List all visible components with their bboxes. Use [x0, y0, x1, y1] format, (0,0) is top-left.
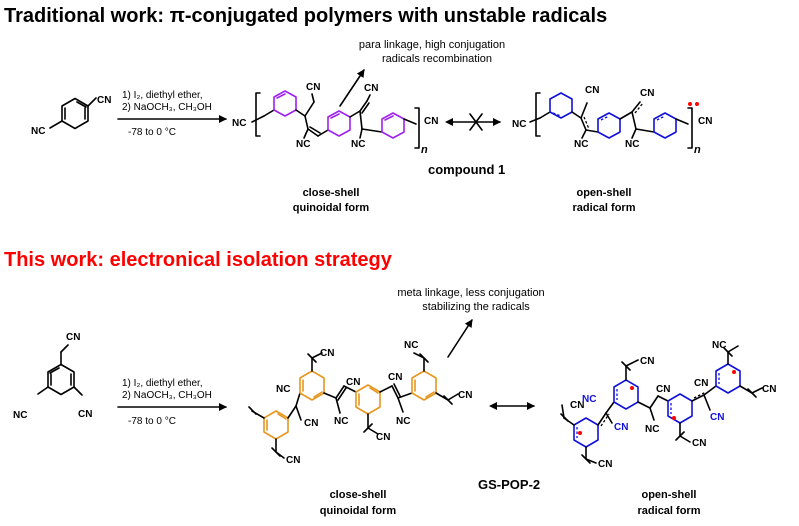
svg-text:CN: CN [66, 332, 80, 343]
svg-text:CN: CN [585, 85, 599, 96]
svg-text:GS-POP-2: GS-POP-2 [478, 477, 540, 492]
svg-text:open-shell: open-shell [641, 489, 696, 501]
svg-text:close-shell: close-shell [303, 187, 360, 199]
svg-text:NC: NC [31, 126, 45, 137]
svg-text:NC: NC [404, 340, 418, 351]
bottom-radical-polymer: CN CN NC CN CN CN NC CN CN CN [560, 340, 776, 470]
bottom-starting-material: CN NC CN [13, 332, 92, 421]
svg-text:stabilizing the radicals: stabilizing the radicals [422, 301, 530, 313]
svg-text:NC: NC [351, 139, 365, 150]
bottom-annotation: meta linkage, less conjugation stabilizi… [397, 287, 545, 358]
svg-text:NC: NC [625, 139, 639, 150]
svg-text:para linkage, high conjugation: para linkage, high conjugation [359, 39, 505, 51]
svg-text:radicals recombination: radicals recombination [382, 53, 492, 65]
svg-text:NC: NC [512, 119, 526, 130]
svg-text:NC: NC [582, 394, 596, 405]
svg-text:CN: CN [304, 418, 318, 429]
svg-text:CN: CN [710, 412, 724, 423]
top-blocked-resonance-arrow [445, 113, 501, 131]
svg-text:CN: CN [570, 400, 584, 411]
svg-text:CN: CN [598, 459, 612, 470]
svg-text:quinoidal form: quinoidal form [320, 505, 397, 517]
svg-text:CN: CN [97, 95, 111, 106]
svg-text:CN: CN [346, 377, 360, 388]
top-annotation: para linkage, high conjugation radicals … [339, 39, 505, 107]
bottom-reaction-conditions: 1) I₂, diethyl ether, 2) NaOCH₃, CH₃OH -… [117, 378, 227, 427]
svg-text:NC: NC [645, 424, 659, 435]
svg-text:CN: CN [376, 432, 390, 443]
top-heading: Traditional work: π-conjugated polymers … [4, 5, 607, 27]
svg-text:open-shell: open-shell [576, 187, 631, 199]
svg-text:CN: CN [78, 409, 92, 420]
top-starting-material: CN NC [31, 95, 111, 137]
svg-text:NC: NC [13, 410, 27, 421]
svg-text:1) I₂, diethyl ether,: 1) I₂, diethyl ether, [122, 378, 203, 389]
svg-text:NC: NC [712, 340, 726, 351]
svg-text:CN: CN [364, 83, 378, 94]
svg-text:close-shell: close-shell [330, 489, 387, 501]
svg-text:NC: NC [296, 139, 310, 150]
svg-text:radical form: radical form [638, 505, 701, 517]
svg-text:NC: NC [396, 416, 410, 427]
top-radical-dot [688, 102, 692, 106]
svg-text:2) NaOCH₃, CH₃OH: 2) NaOCH₃, CH₃OH [122, 390, 212, 401]
top-radical-polymer: NC CN NC CN NC CN n [512, 85, 712, 156]
svg-text:n: n [694, 144, 701, 156]
svg-text:NC: NC [232, 118, 246, 129]
svg-text:NC: NC [574, 139, 588, 150]
svg-text:CN: CN [692, 438, 706, 449]
svg-text:CN: CN [762, 384, 776, 395]
top-reaction-conditions: 1) I₂, diethyl ether, 2) NaOCH₃, CH₃OH -… [117, 90, 227, 138]
svg-text:NC: NC [276, 384, 290, 395]
svg-text:-78 to 0 °C: -78 to 0 °C [128, 127, 176, 138]
svg-text:CN: CN [286, 455, 300, 466]
svg-text:compound 1: compound 1 [428, 162, 505, 177]
svg-text:2) NaOCH₃, CH₃OH: 2) NaOCH₃, CH₃OH [122, 102, 212, 113]
svg-text:CN: CN [698, 116, 712, 127]
svg-text:CN: CN [306, 82, 320, 93]
svg-text:NC: NC [334, 416, 348, 427]
svg-text:1) I₂, diethyl ether,: 1) I₂, diethyl ether, [122, 90, 203, 101]
svg-text:CN: CN [388, 372, 402, 383]
svg-text:quinoidal form: quinoidal form [293, 202, 370, 214]
svg-text:CN: CN [694, 378, 708, 389]
bottom-heading: This work: electronical isolation strate… [4, 249, 393, 271]
svg-text:meta linkage, less conjugation: meta linkage, less conjugation [397, 287, 544, 299]
svg-text:CN: CN [656, 384, 670, 395]
bottom-labels: close-shell quinoidal form GS-POP-2 open… [320, 477, 701, 517]
svg-text:radical form: radical form [573, 202, 636, 214]
top-radical-dot [695, 102, 699, 106]
svg-text:n: n [421, 144, 428, 156]
bottom-quinoidal-polymer: CN NC CN CN CN NC CN CN NC [248, 340, 472, 466]
top-labels: close-shell quinoidal form compound 1 op… [293, 162, 636, 214]
svg-text:CN: CN [640, 356, 654, 367]
svg-text:CN: CN [458, 390, 472, 401]
svg-text:CN: CN [424, 116, 438, 127]
svg-text:-78 to 0 °C: -78 to 0 °C [128, 416, 176, 427]
top-quinoidal-polymer: NC CN NC CN NC CN n [232, 82, 438, 156]
svg-text:CN: CN [640, 88, 654, 99]
svg-text:CN: CN [614, 422, 628, 433]
svg-text:CN: CN [320, 348, 334, 359]
